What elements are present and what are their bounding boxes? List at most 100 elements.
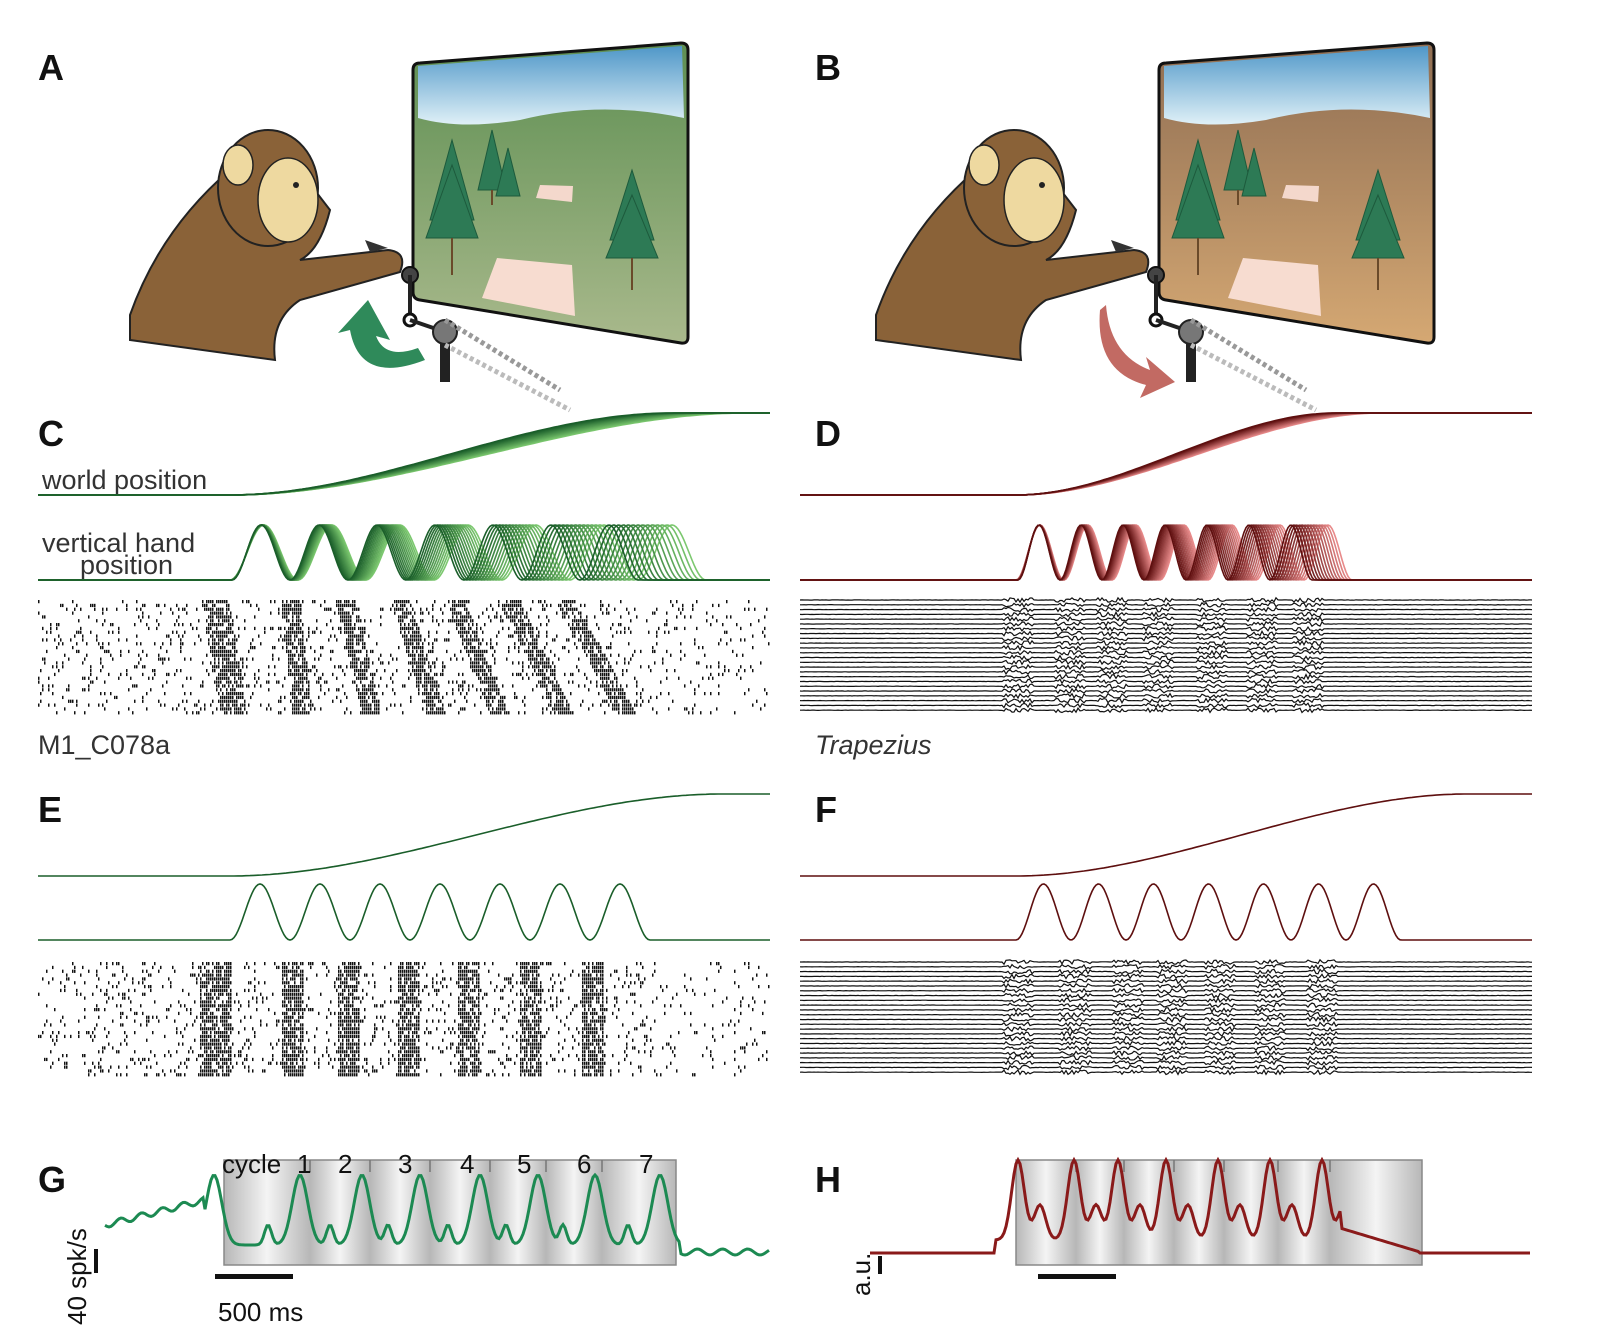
- spike-tick: [222, 707, 224, 711]
- spike-tick: [144, 665, 146, 669]
- spike-tick: [216, 630, 218, 634]
- spike-tick: [606, 611, 608, 615]
- spike-tick: [540, 661, 542, 665]
- spike-tick: [242, 657, 244, 661]
- spike-tick: [228, 1011, 230, 1016]
- spike-tick: [464, 600, 466, 604]
- spike-tick: [432, 1046, 434, 1050]
- spike-tick: [606, 1008, 608, 1012]
- spike-tick: [202, 600, 204, 604]
- spike-tick: [286, 996, 288, 1000]
- spike-tick: [572, 969, 574, 973]
- spike-tick: [520, 638, 522, 642]
- spike-tick: [496, 707, 498, 711]
- spike-tick: [584, 962, 586, 966]
- spike-tick: [270, 626, 272, 631]
- spike-tick: [696, 600, 698, 604]
- spike-tick: [504, 611, 506, 615]
- spike-tick: [630, 619, 632, 623]
- spike-tick: [412, 1042, 414, 1046]
- spike-tick: [562, 988, 564, 993]
- spike-tick: [210, 1004, 212, 1008]
- spike-tick: [606, 1000, 608, 1004]
- spike-tick: [584, 973, 586, 977]
- spike-tick: [540, 680, 542, 684]
- spike-tick: [508, 626, 510, 631]
- spike-tick: [230, 1027, 232, 1031]
- spike-tick: [592, 1050, 594, 1054]
- spike-tick: [534, 977, 536, 981]
- spike-tick: [484, 1031, 486, 1035]
- spike-tick: [268, 672, 270, 677]
- spike-tick: [666, 985, 668, 989]
- spike-tick: [350, 1015, 352, 1019]
- spike-tick: [368, 695, 370, 700]
- spike-tick: [594, 1038, 596, 1042]
- spike-tick: [484, 680, 486, 684]
- spike-tick: [400, 965, 402, 970]
- spike-tick: [676, 600, 678, 604]
- spike-tick: [212, 1015, 214, 1019]
- spike-tick: [212, 988, 214, 993]
- spike-tick: [546, 1031, 548, 1035]
- spike-tick: [678, 1031, 680, 1035]
- spike-tick: [428, 642, 430, 646]
- spike-tick: [534, 1011, 536, 1016]
- spike-tick: [218, 642, 220, 646]
- spike-tick: [426, 676, 428, 680]
- spike-tick: [398, 985, 400, 989]
- spike-tick: [652, 973, 654, 977]
- spike-tick: [402, 626, 404, 631]
- spike-tick: [224, 1038, 226, 1042]
- spike-tick: [212, 653, 214, 657]
- spike-tick: [160, 965, 162, 970]
- spike-tick: [572, 600, 574, 604]
- spike-tick: [590, 1011, 592, 1016]
- spike-tick: [208, 969, 210, 973]
- spike-tick: [584, 619, 586, 623]
- spike-tick: [282, 1011, 284, 1016]
- world-position-trace: [38, 793, 770, 877]
- spike-tick: [342, 619, 344, 623]
- spike-tick: [124, 1031, 126, 1035]
- spike-tick: [292, 695, 294, 700]
- spike-tick: [488, 669, 490, 673]
- spike-tick: [198, 1054, 200, 1058]
- spike-tick: [218, 1042, 220, 1046]
- spike-tick: [428, 695, 430, 700]
- spike-tick: [584, 634, 586, 638]
- spike-tick: [442, 707, 444, 711]
- spike-tick: [456, 680, 458, 684]
- spike-tick: [296, 1034, 298, 1039]
- spike-tick: [434, 703, 436, 707]
- spike-tick: [136, 600, 138, 604]
- spike-tick: [294, 981, 296, 985]
- spike-tick: [626, 703, 628, 707]
- spike-tick: [120, 653, 122, 657]
- spike-tick: [250, 642, 252, 646]
- tree-icon: [1171, 129, 1405, 290]
- spike-tick: [410, 603, 412, 608]
- spike-tick: [140, 1004, 142, 1008]
- spike-tick: [418, 653, 420, 657]
- spike-tick: [172, 611, 174, 615]
- spike-tick: [564, 603, 566, 608]
- spike-tick: [222, 684, 224, 688]
- spike-tick: [86, 1031, 88, 1035]
- spike-tick: [408, 985, 410, 989]
- spike-tick: [370, 684, 372, 688]
- spike-tick: [358, 1019, 360, 1023]
- spike-tick: [328, 1054, 330, 1058]
- spike-tick: [566, 603, 568, 608]
- spike-tick: [396, 607, 398, 611]
- spike-tick: [480, 669, 482, 673]
- spike-tick: [224, 653, 226, 657]
- spike-tick: [90, 603, 92, 608]
- spike-tick: [374, 699, 376, 703]
- world-position-label: world position: [41, 465, 207, 495]
- spike-tick: [600, 1008, 602, 1012]
- spike-tick: [300, 607, 302, 611]
- spike-tick: [440, 1008, 442, 1012]
- spike-tick: [460, 1050, 462, 1054]
- spike-tick: [542, 607, 544, 611]
